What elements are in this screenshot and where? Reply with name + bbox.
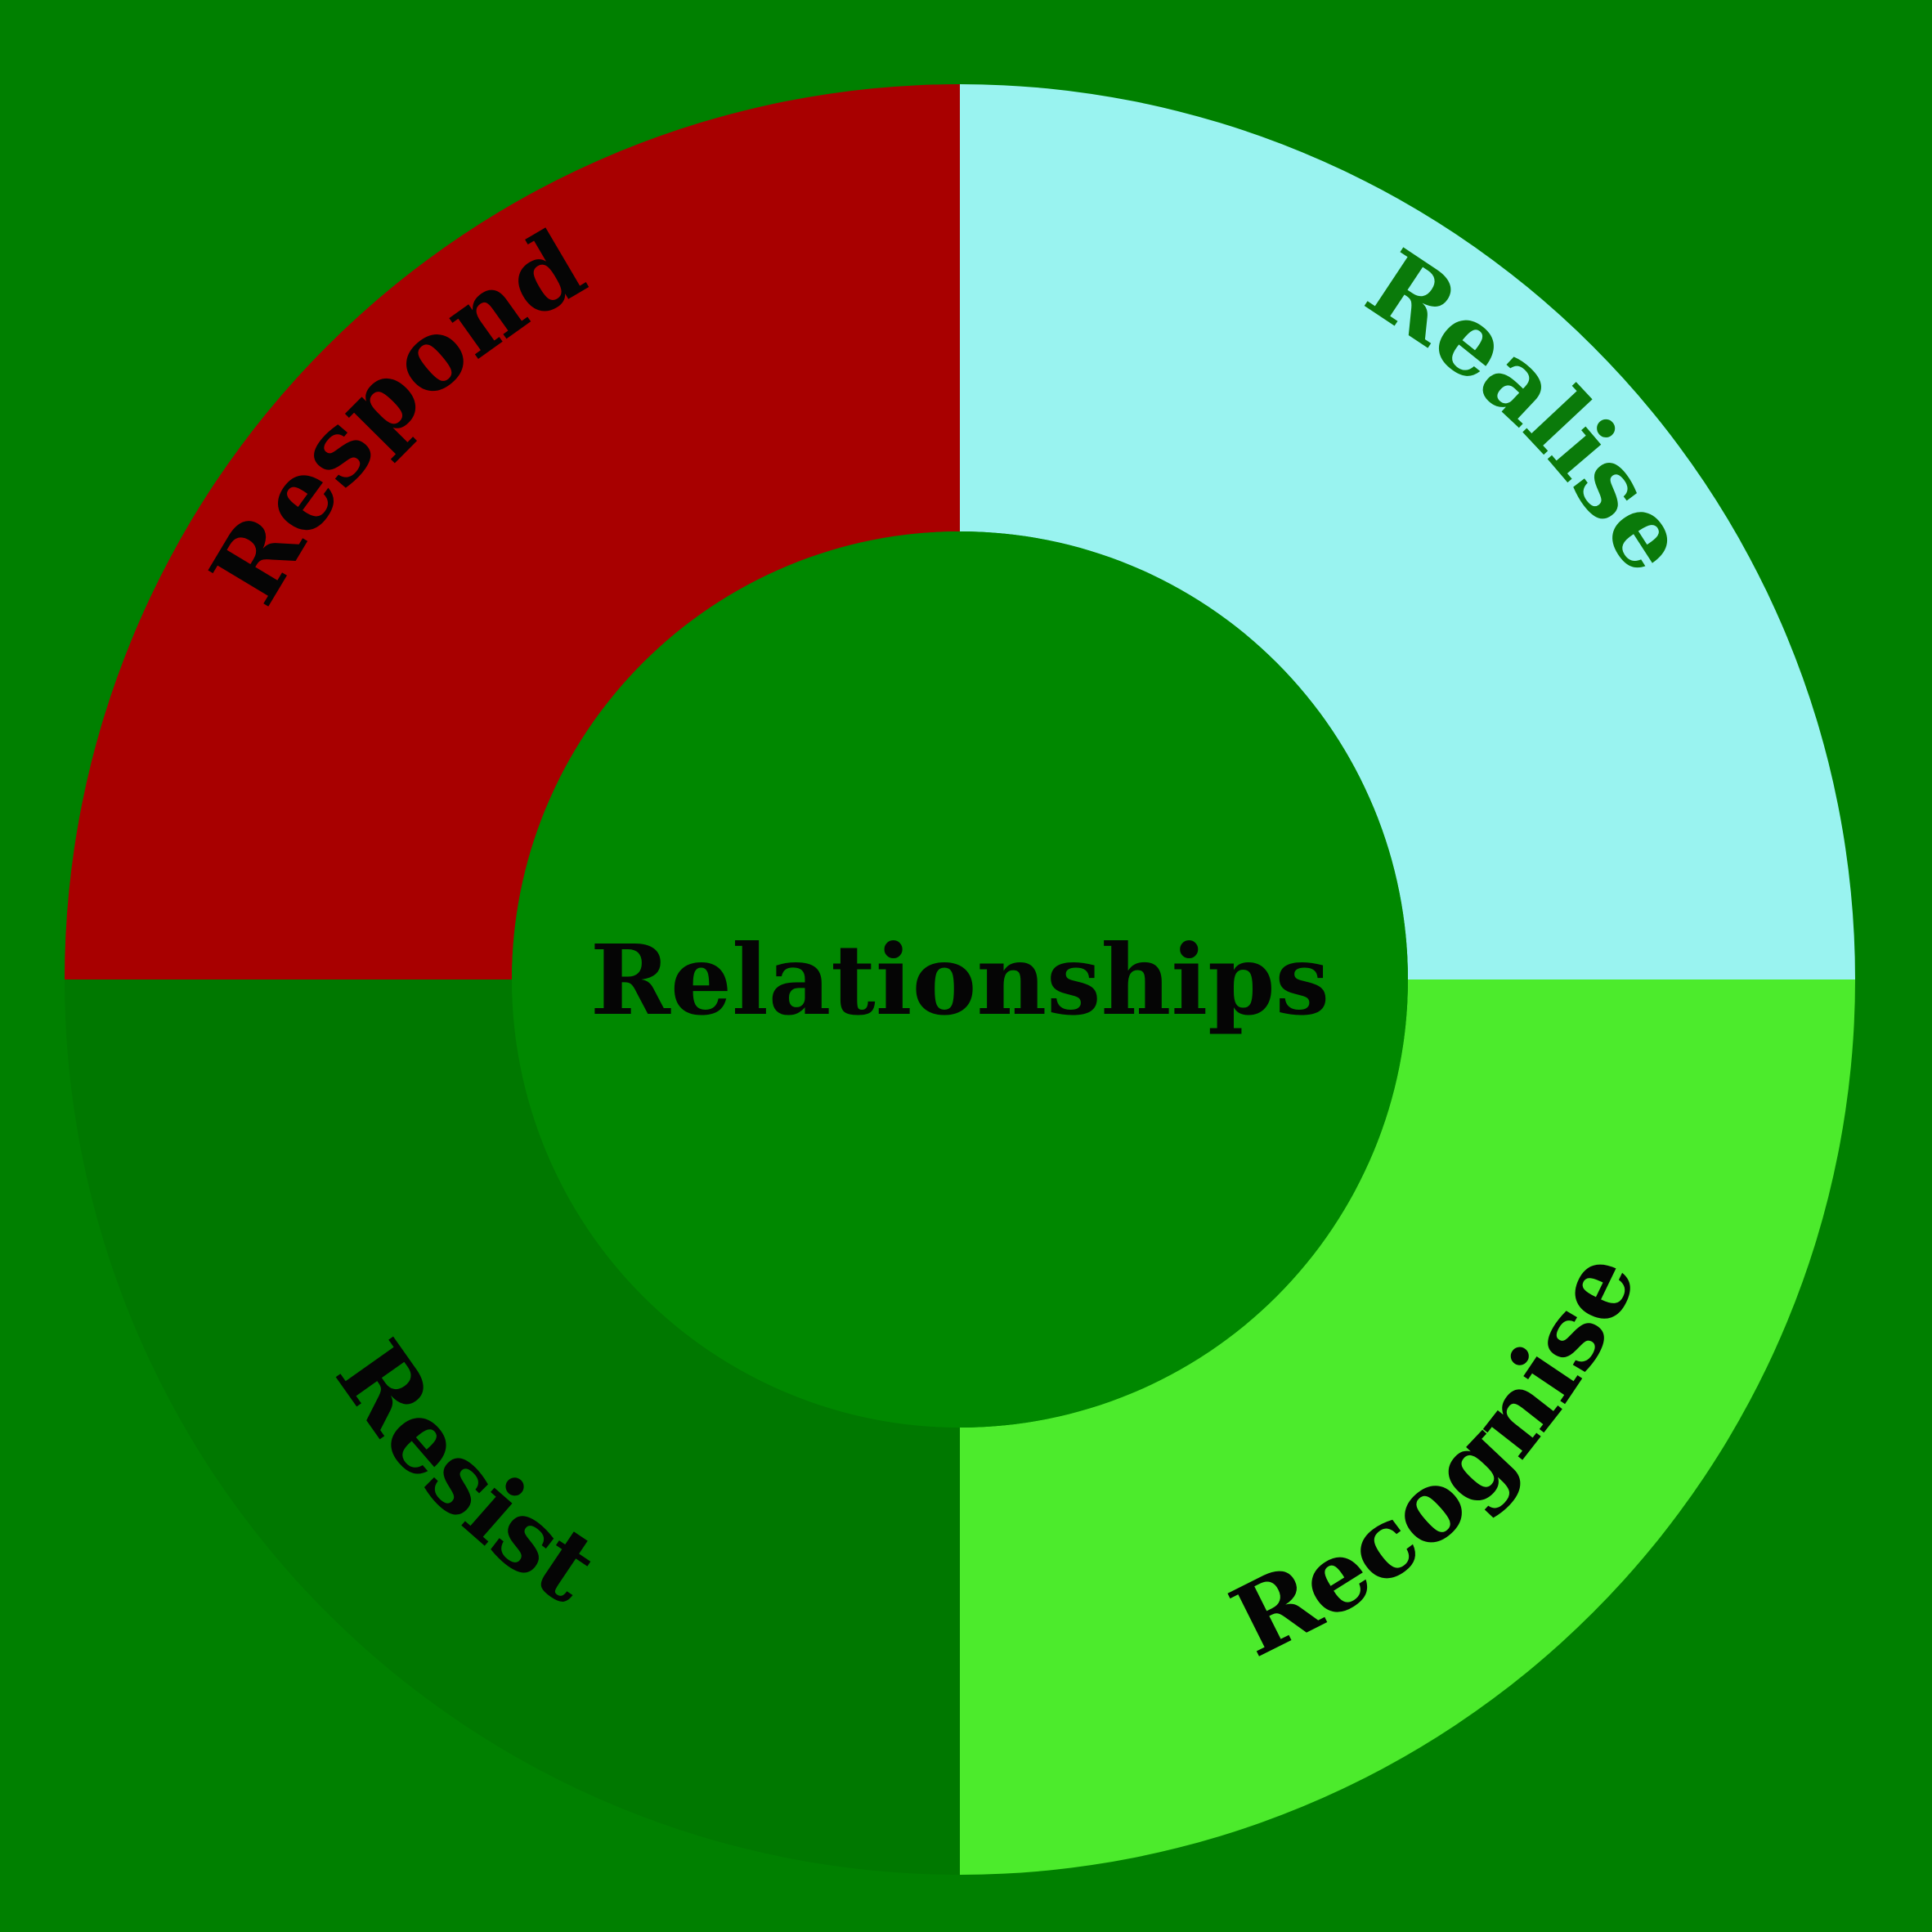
segment-resist-shape — [65, 979, 960, 1875]
center-circle — [512, 531, 1408, 1428]
segment-recognise-shape — [960, 979, 1855, 1875]
segment-respond-shape — [65, 84, 960, 979]
segment-resist: Resist — [65, 979, 960, 1875]
segment-recognise: Recognise — [960, 979, 1855, 1875]
segment-realise-shape — [960, 84, 1855, 979]
center-label: Relationships — [590, 923, 1329, 1037]
